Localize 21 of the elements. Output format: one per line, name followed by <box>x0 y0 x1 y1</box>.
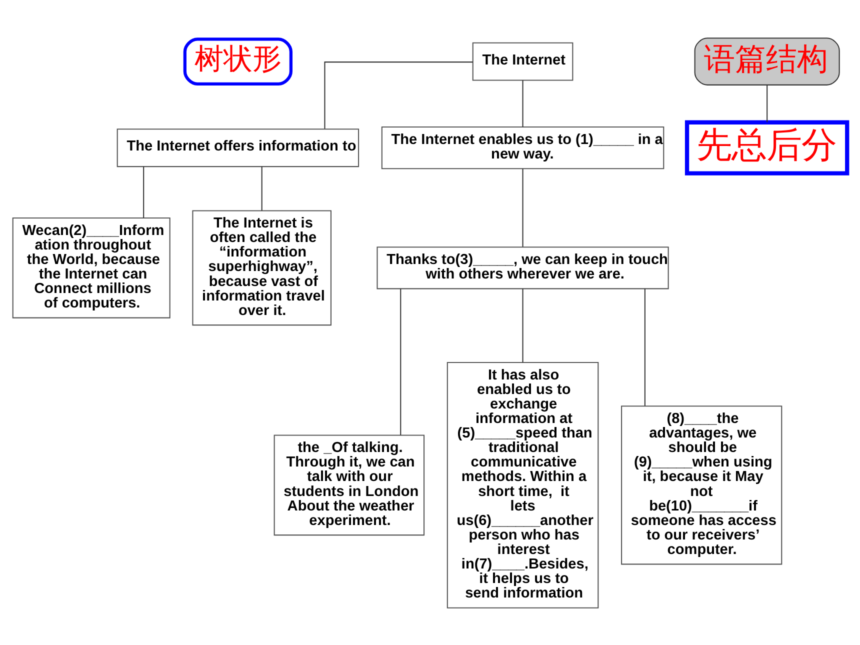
node-box: It has also enabled us to exchange information at (5)_____speed than traditional communicative methods. Within a short time, it lets us(6)______another person who has interest in(7)____.Besides, it helps us to send information <box>446 361 599 608</box>
connector <box>522 80 524 127</box>
node-box: Wecan(2)____Information throughout the World, because the Internet can Connect millions of computers. <box>12 216 170 318</box>
connector <box>522 168 524 246</box>
node-box: 先总后分 <box>684 120 850 175</box>
node-box: the _Of talking. Through it, we can talk with our students in London About the weather experiment. <box>274 434 425 536</box>
node-box: 语篇结构 <box>694 37 840 85</box>
node-box: The Internet is often called the “information superhighway”, because vast of information travel over it. <box>192 210 332 326</box>
connector <box>522 288 524 362</box>
node-box: The Internet <box>472 42 574 80</box>
node-box: The Internet enables us to (1)_____ in a new way. <box>381 126 664 169</box>
connector <box>143 166 144 218</box>
node-box: The Internet offers information to <box>116 128 360 167</box>
connector <box>766 84 768 122</box>
node-box: Thanks to(3)_____, we can keep in touch with others wherever we are. <box>376 246 669 289</box>
connector <box>261 166 262 210</box>
connector <box>644 288 646 406</box>
node-box: (8)____the advantages, we should be (9)_____when using it, because it May not be(10)_______if someone has access to our receivers’ computer. <box>621 405 782 564</box>
connector <box>400 288 402 435</box>
node-box: 树状形 <box>183 37 293 85</box>
connector <box>324 61 473 128</box>
